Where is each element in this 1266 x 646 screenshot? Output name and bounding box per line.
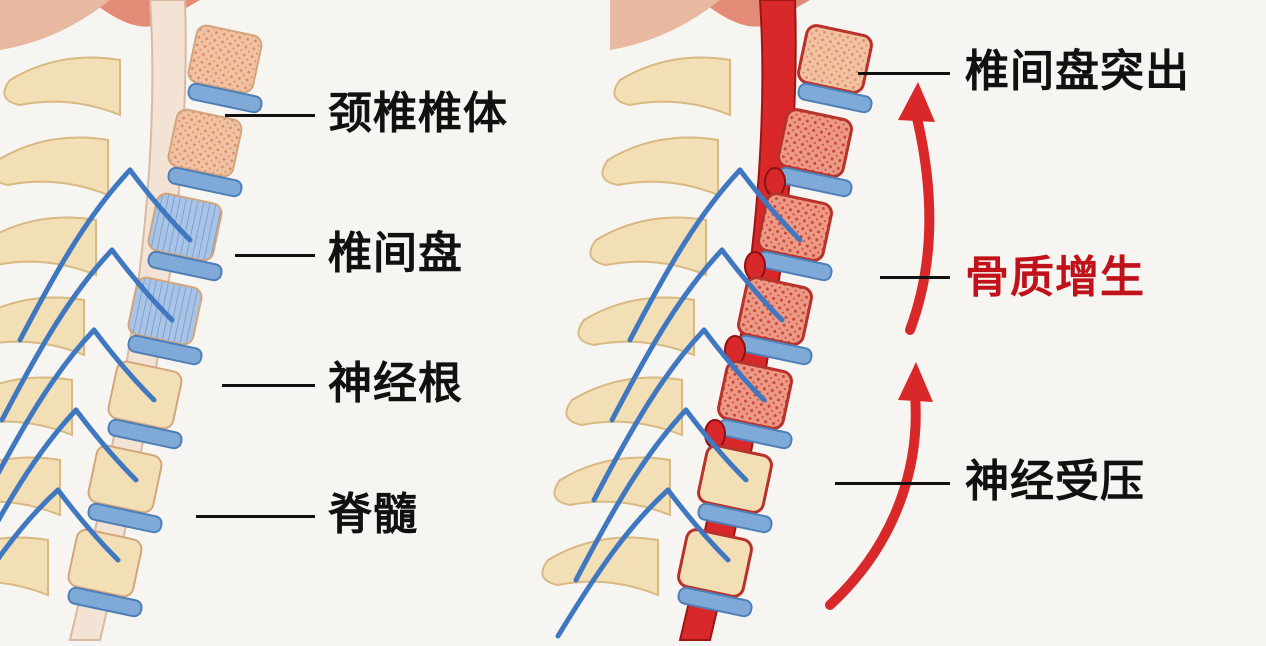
nerve-branch bbox=[737, 167, 803, 243]
vertebral-body bbox=[67, 528, 143, 598]
disc-herniation bbox=[764, 167, 786, 197]
intervertebral-disc bbox=[147, 250, 223, 282]
arrow-shaft bbox=[825, 390, 921, 610]
label-bone-spur: 骨质增生 bbox=[965, 252, 1145, 303]
nerve-root bbox=[627, 167, 743, 343]
spinous-process bbox=[0, 536, 49, 597]
vertebral-body bbox=[147, 192, 223, 262]
leader-line bbox=[196, 515, 315, 518]
nerve-branch bbox=[73, 407, 139, 483]
label-intervertebral-disc: 椎间盘 bbox=[328, 228, 463, 279]
nerve-branch bbox=[665, 487, 731, 563]
spinous-process bbox=[0, 136, 109, 197]
spinous-process bbox=[565, 376, 683, 437]
skull-base bbox=[0, 0, 110, 50]
nerve-root bbox=[17, 167, 133, 343]
vertebral-body bbox=[677, 528, 753, 598]
nerve-branch bbox=[701, 327, 767, 403]
nerve-branch bbox=[683, 407, 749, 483]
nerve-branch bbox=[91, 327, 157, 403]
nerve-branch bbox=[109, 247, 175, 323]
label-spinal-cord: 脊髓 bbox=[328, 489, 418, 540]
nerve-root bbox=[0, 327, 97, 476]
normal-spine-illustration bbox=[0, 0, 263, 641]
nerve-root bbox=[0, 407, 79, 523]
nerve-branch bbox=[719, 247, 785, 323]
arrow-shaft bbox=[905, 105, 935, 335]
leader-line bbox=[880, 276, 950, 279]
vertebral-body bbox=[797, 24, 873, 94]
leader-line bbox=[835, 482, 950, 485]
intervertebral-disc bbox=[127, 334, 203, 366]
vertebral-body bbox=[777, 108, 853, 178]
spinous-process bbox=[613, 56, 731, 117]
vertebral-body bbox=[187, 24, 263, 94]
nerve-root bbox=[609, 247, 725, 423]
intervertebral-disc bbox=[67, 586, 143, 618]
spinous-process bbox=[589, 216, 707, 277]
label-disc-herniation: 椎间盘突出 bbox=[965, 46, 1190, 97]
nerve-root bbox=[0, 487, 61, 561]
nerve-root bbox=[555, 487, 671, 639]
nerve-branch bbox=[127, 167, 193, 243]
leader-line bbox=[858, 72, 950, 75]
intervertebral-disc bbox=[87, 502, 163, 534]
skull-base bbox=[610, 0, 720, 50]
intervertebral-disc bbox=[187, 82, 263, 114]
spinous-process bbox=[601, 136, 719, 197]
label-vertebral-body: 颈椎椎体 bbox=[328, 88, 508, 139]
label-nerve-compression: 神经受压 bbox=[965, 456, 1145, 507]
intervertebral-disc bbox=[107, 418, 183, 450]
intervertebral-disc bbox=[697, 502, 773, 534]
leader-line bbox=[235, 254, 315, 257]
leader-line bbox=[225, 114, 315, 117]
vertebral-body bbox=[167, 108, 243, 178]
nerve-branch bbox=[55, 487, 121, 563]
nerve-root bbox=[573, 407, 689, 583]
label-nerve-root: 神经根 bbox=[328, 358, 463, 409]
vertebral-body bbox=[107, 360, 183, 430]
vertebral-body bbox=[717, 360, 793, 430]
vertebral-body bbox=[697, 444, 773, 514]
spinous-process bbox=[3, 56, 121, 117]
disc-herniation bbox=[744, 251, 766, 281]
vertebral-body bbox=[87, 444, 163, 514]
spinous-process bbox=[0, 216, 97, 277]
arrow-head-icon bbox=[898, 82, 935, 122]
leader-line bbox=[222, 384, 315, 387]
nerve-root bbox=[591, 327, 707, 503]
vertebral-body bbox=[757, 192, 833, 262]
intervertebral-disc bbox=[797, 82, 873, 114]
intervertebral-disc bbox=[677, 586, 753, 618]
intervertebral-disc bbox=[167, 166, 243, 198]
degenerated-spine-illustration bbox=[541, 0, 935, 641]
nerve-root bbox=[0, 247, 115, 423]
arrow-head-icon bbox=[898, 362, 933, 402]
